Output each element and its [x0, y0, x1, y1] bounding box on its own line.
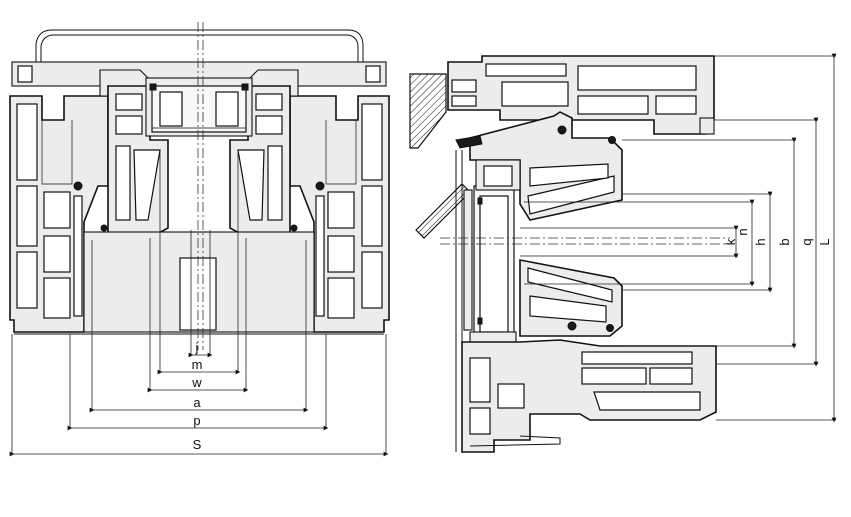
dim-label-j: j — [195, 340, 199, 355]
dim-label-q: q — [799, 238, 814, 245]
dim-label-k: k — [723, 238, 738, 245]
dim-label-h: h — [753, 238, 768, 245]
dim-label-S: S — [193, 437, 202, 452]
dim-label-m: m — [192, 357, 203, 372]
dim-label-n: n — [735, 228, 750, 235]
dim-label-p: p — [193, 413, 200, 428]
dim-label-L: L — [817, 238, 832, 245]
dim-label-b: b — [777, 238, 792, 245]
left-cross-section: j m w a p S — [9, 22, 390, 457]
dim-label-w: w — [191, 375, 202, 390]
right-cross-section: k n h b q L — [409, 53, 837, 453]
dim-label-a: a — [193, 395, 201, 410]
